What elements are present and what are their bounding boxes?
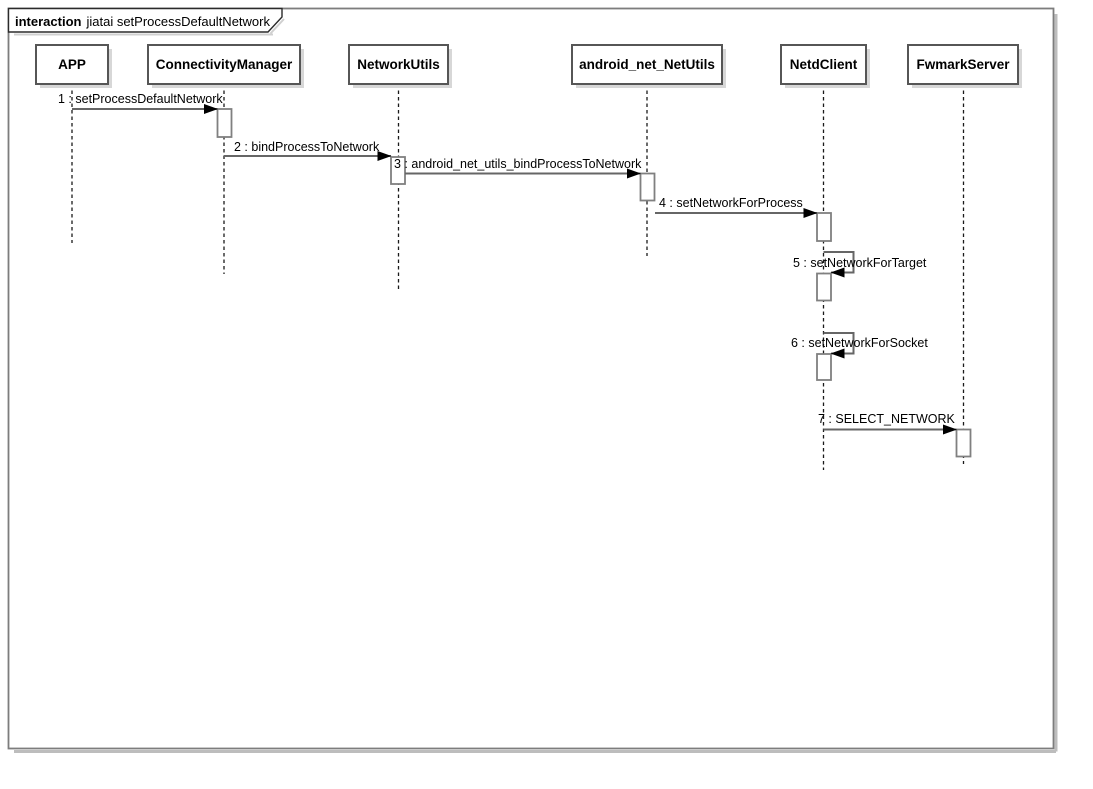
- activation-bar-networkutils: [390, 156, 406, 185]
- message-label-2: 2 : bindProcessToNetwork: [234, 140, 380, 154]
- frame-border: [7, 7, 1055, 750]
- activation-bar-netdclient-1: [816, 212, 832, 242]
- activation-bar-netdclient-2: [816, 272, 832, 302]
- message-label-6: 6 : setNetworkForSocket: [791, 336, 928, 350]
- participant-label-app: APP: [58, 57, 86, 72]
- message-label-7: 7 : SELECT_NETWORK: [818, 412, 955, 426]
- frame-title: interaction jiatai setProcessDefaultNetw…: [15, 12, 270, 30]
- participant-label-connectivitymanager: ConnectivityManager: [155, 57, 293, 72]
- participant-box-android-net-netutils: [571, 44, 723, 85]
- participant-box-app: [35, 44, 109, 85]
- message-label-5: 5 : setNetworkForTarget: [793, 256, 927, 270]
- activation-bar-android-net-netutils: [639, 172, 656, 202]
- self-message-arrow-5-setnetworkfortarget: [823, 251, 855, 278]
- message-label-1: 1 : setProcessDefaultNetwork: [58, 92, 223, 106]
- participant-box-fwmarkserver: [907, 44, 1019, 85]
- activation-bars: [216, 108, 972, 458]
- participant-box-netdclient: [780, 44, 867, 85]
- message-label-3: 3 : android_net_utils_bindProcessToNetwo…: [394, 157, 642, 171]
- participant-label-android-net-netutils: android_net_NetUtils: [579, 57, 715, 72]
- message-label-4: 4 : setNetworkForProcess: [659, 196, 803, 210]
- participant-box-connectivitymanager: [147, 44, 301, 85]
- frame-title-tab-shadow: [14, 18, 285, 36]
- participant-label-netdclient: NetdClient: [789, 57, 858, 72]
- participant-label-fwmarkserver: FwmarkServer: [916, 57, 1010, 72]
- participant-label-networkutils: NetworkUtils: [357, 57, 440, 72]
- activation-bar-fwmarkserver: [955, 428, 972, 458]
- frame-title-tab: [7, 7, 283, 33]
- participant-boxes: [35, 44, 1022, 88]
- activation-bar-netdclient-3: [816, 353, 832, 381]
- activation-bar-connectivitymanager: [216, 108, 233, 138]
- message-arrows: [72, 104, 957, 435]
- participant-box-networkutils: [348, 44, 449, 85]
- frame-shadow: [14, 14, 1058, 753]
- frame-title-text: jiatai setProcessDefaultNetwork: [86, 13, 270, 29]
- self-message-arrow-6-setnetworkforsocket: [823, 332, 855, 359]
- frame-keyword: interaction: [15, 13, 82, 29]
